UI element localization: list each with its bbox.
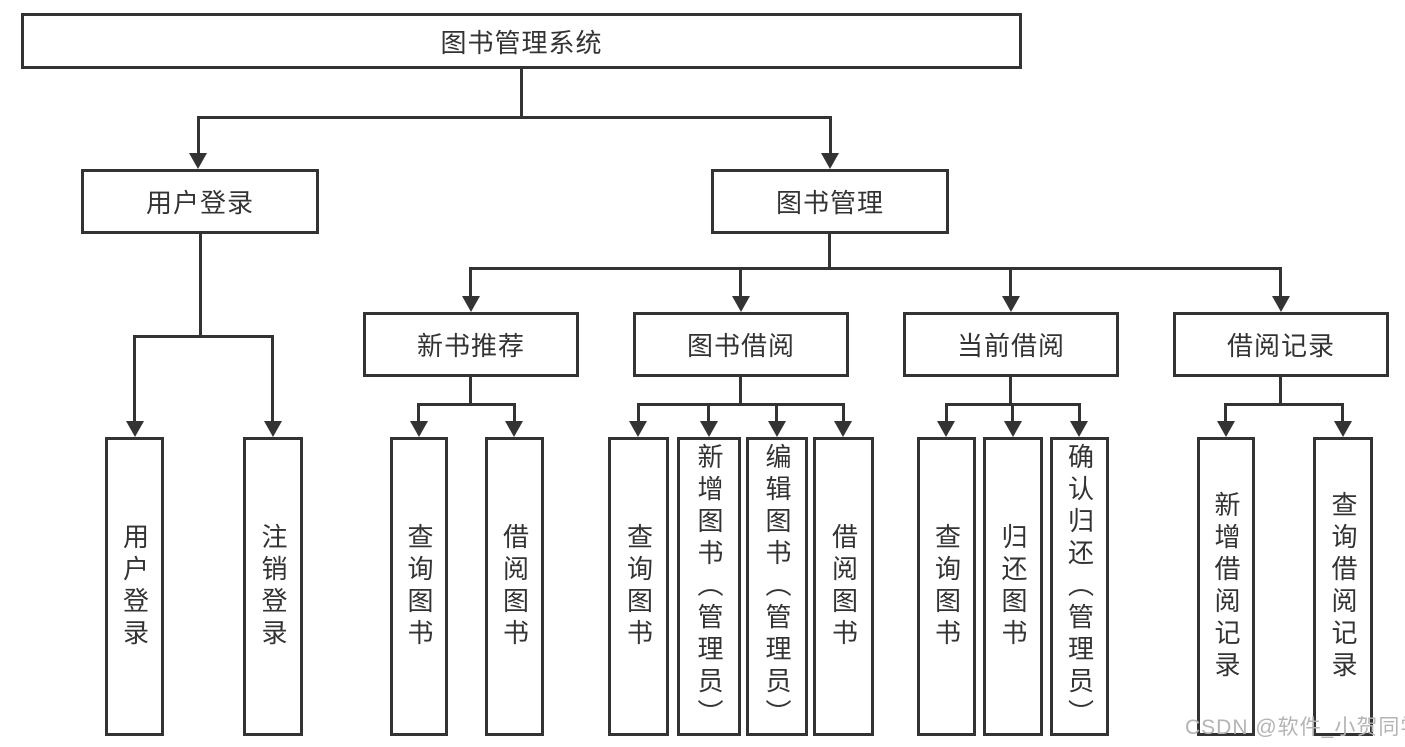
connector-leaf-logout-stem — [271, 335, 274, 421]
node-leaf-br-query-record: 查询借阅记录 — [1313, 437, 1373, 736]
connector-leaf-cb-query-stem — [945, 403, 948, 421]
connector-book-borrow-stem — [739, 267, 742, 296]
connector-user-login-rail — [133, 335, 274, 338]
arrowhead-leaf-cb-return — [1004, 421, 1022, 437]
node-leaf-nb-query-books: 查询图书 — [390, 437, 448, 736]
node-leaf-cb-query-books: 查询图书 — [917, 437, 976, 736]
connector-book-management-stem — [829, 116, 832, 155]
node-leaf-nb-borrow-books-label: 借阅图书 — [499, 522, 530, 651]
node-leaf-user-login: 用户登录 — [105, 437, 164, 736]
node-leaf-bb-borrow-books-label: 借阅图书 — [828, 522, 859, 651]
node-leaf-logout: 注销登录 — [243, 437, 303, 736]
arrowhead-leaf-bb-borrow — [834, 421, 852, 437]
connector-new-book-recommend-down — [469, 377, 472, 406]
node-root: 图书管理系统 — [21, 13, 1022, 69]
node-leaf-logout-label: 注销登录 — [258, 522, 288, 651]
connector-user-login-stem — [197, 116, 200, 155]
arrowhead-leaf-br-query — [1334, 421, 1352, 437]
node-book-management: 图书管理 — [711, 169, 949, 234]
connector-root-stem — [520, 68, 523, 118]
node-leaf-cb-confirm-return-label: 确认归还（管理员） — [1064, 442, 1095, 731]
connector-leaf-bb-add-stem — [707, 403, 710, 421]
arrowhead-current-borrow — [1002, 296, 1020, 312]
connector-book-borrow-rail — [637, 403, 845, 406]
connector-leaf-bb-edit-stem — [775, 403, 778, 421]
node-leaf-cb-confirm-return: 确认归还（管理员） — [1050, 437, 1109, 736]
connector-book-management-rail — [469, 267, 1282, 270]
connector-leaf-bb-borrow-stem — [842, 403, 845, 421]
connector-root-rail — [197, 116, 832, 119]
arrowhead-leaf-bb-add — [700, 421, 718, 437]
connector-leaf-user-login-stem — [133, 335, 136, 421]
arrowhead-new-book-recommend — [462, 296, 480, 312]
node-leaf-bb-query-books-label: 查询图书 — [623, 522, 654, 651]
csdn-watermark: CSDN @软件_小贺同学 — [1185, 716, 1405, 739]
connector-new-book-recommend-stem — [469, 267, 472, 296]
node-leaf-cb-query-books-label: 查询图书 — [931, 522, 962, 651]
connector-leaf-cb-return-stem — [1011, 403, 1014, 421]
arrowhead-leaf-nb-query — [410, 421, 428, 437]
connector-borrow-records-down — [1279, 377, 1282, 406]
arrowhead-leaf-logout — [264, 421, 282, 437]
connector-current-borrow-stem — [1009, 267, 1012, 296]
node-leaf-bb-add-books-label: 新增图书（管理员） — [694, 442, 724, 731]
connector-current-borrow-down — [1009, 377, 1012, 406]
node-user-login-label: 用户登录 — [145, 188, 254, 218]
connector-book-borrow-down — [739, 377, 742, 406]
node-leaf-bb-edit-books: 编辑图书（管理员） — [746, 437, 808, 736]
connector-leaf-nb-query-stem — [417, 403, 420, 421]
node-book-management-label: 图书管理 — [775, 188, 884, 218]
node-root-label: 图书管理系统 — [440, 27, 603, 58]
connector-new-book-recommend-rail — [417, 403, 516, 406]
arrowhead-leaf-nb-borrow — [505, 421, 523, 437]
connector-leaf-br-add-stem — [1224, 403, 1227, 421]
node-borrow-records-label: 借阅记录 — [1226, 331, 1335, 361]
node-borrow-records: 借阅记录 — [1173, 312, 1389, 377]
node-current-borrow: 当前借阅 — [903, 312, 1119, 377]
arrowhead-book-management — [821, 153, 839, 169]
connector-leaf-cb-confirm-stem — [1078, 403, 1081, 421]
node-leaf-bb-edit-books-label: 编辑图书（管理员） — [762, 442, 792, 731]
connector-book-management-down — [828, 234, 831, 270]
node-new-book-recommend: 新书推荐 — [363, 312, 579, 377]
node-leaf-bb-borrow-books: 借阅图书 — [813, 437, 874, 736]
node-book-borrow: 图书借阅 — [633, 312, 849, 377]
node-leaf-bb-add-books: 新增图书（管理员） — [677, 437, 741, 736]
connector-user-login-down — [199, 234, 202, 338]
node-leaf-cb-return-books-label: 归还图书 — [998, 522, 1028, 651]
node-leaf-bb-query-books: 查询图书 — [608, 437, 669, 736]
arrowhead-leaf-bb-edit — [768, 421, 786, 437]
node-leaf-cb-return-books: 归还图书 — [983, 437, 1043, 736]
node-leaf-user-login-label: 用户登录 — [119, 522, 150, 651]
arrowhead-book-borrow — [732, 296, 750, 312]
arrowhead-user-login — [189, 153, 207, 169]
arrowhead-leaf-bb-query — [629, 421, 647, 437]
node-leaf-nb-query-books-label: 查询图书 — [404, 522, 434, 651]
connector-leaf-br-query-stem — [1341, 403, 1344, 421]
node-leaf-nb-borrow-books: 借阅图书 — [485, 437, 544, 736]
node-current-borrow-label: 当前借阅 — [956, 331, 1065, 361]
node-leaf-br-add-record: 新增借阅记录 — [1197, 437, 1255, 736]
arrowhead-leaf-user-login — [126, 421, 144, 437]
arrowhead-leaf-cb-confirm — [1070, 421, 1088, 437]
arrowhead-leaf-cb-query — [937, 421, 955, 437]
node-new-book-recommend-label: 新书推荐 — [416, 331, 525, 361]
arrowhead-borrow-records — [1272, 296, 1290, 312]
arrowhead-leaf-br-add — [1217, 421, 1235, 437]
node-user-login: 用户登录 — [81, 169, 319, 234]
node-book-borrow-label: 图书借阅 — [686, 331, 795, 361]
connector-leaf-bb-query-stem — [637, 403, 640, 421]
connector-borrow-records-stem — [1279, 267, 1282, 296]
connector-leaf-nb-borrow-stem — [513, 403, 516, 421]
node-leaf-br-query-record-label: 查询借阅记录 — [1328, 490, 1358, 683]
node-leaf-br-add-record-label: 新增借阅记录 — [1211, 490, 1241, 683]
connector-borrow-records-rail — [1224, 403, 1344, 406]
